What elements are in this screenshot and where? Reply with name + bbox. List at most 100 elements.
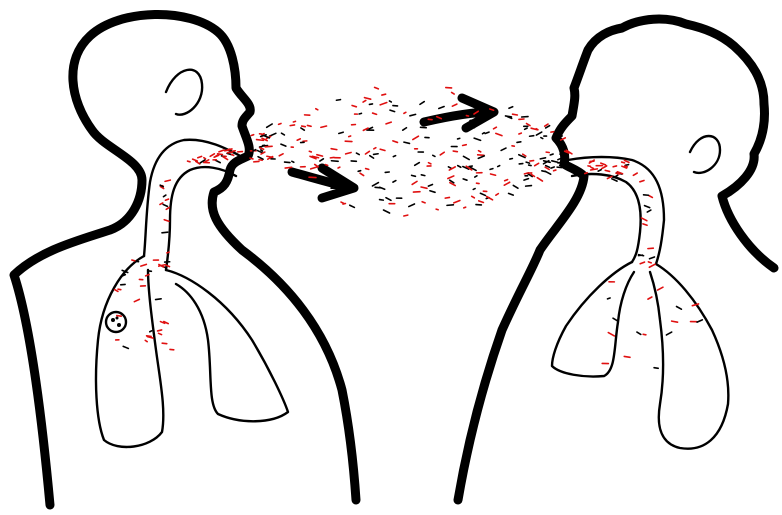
droplet — [250, 158, 253, 159]
droplet — [159, 333, 162, 334]
droplet — [404, 215, 408, 216]
droplet — [624, 160, 629, 162]
infected-person — [14, 14, 356, 505]
droplet — [219, 150, 224, 152]
droplet — [261, 150, 263, 151]
droplet — [198, 156, 202, 157]
droplet — [463, 156, 469, 159]
droplet — [331, 161, 338, 162]
droplet — [260, 147, 263, 148]
droplet — [648, 262, 651, 263]
droplet — [430, 191, 435, 193]
droplet — [415, 163, 420, 166]
droplet — [536, 132, 541, 135]
droplet — [551, 167, 554, 168]
healthy-person-right-lung — [650, 264, 728, 449]
droplet — [519, 133, 521, 134]
droplet — [115, 290, 118, 292]
droplet — [228, 152, 233, 153]
droplet — [494, 127, 497, 129]
droplet — [542, 171, 546, 172]
droplet — [350, 205, 355, 207]
droplet — [526, 186, 532, 187]
droplet — [158, 330, 162, 331]
droplet — [498, 166, 500, 167]
droplet — [647, 210, 651, 212]
droplet — [320, 159, 324, 161]
droplet — [466, 116, 468, 117]
droplet — [501, 148, 506, 150]
droplet — [369, 127, 372, 128]
droplet — [374, 148, 376, 149]
droplet — [409, 204, 415, 207]
infected-person-ear — [166, 70, 202, 115]
droplet — [253, 150, 256, 151]
droplet — [649, 196, 652, 198]
droplet — [358, 171, 361, 172]
droplet — [301, 128, 304, 130]
droplet — [267, 124, 272, 127]
droplet — [454, 201, 460, 203]
droplet — [433, 155, 435, 156]
healthy-person-ear — [690, 136, 720, 173]
droplet — [453, 151, 457, 152]
droplet — [513, 114, 518, 115]
droplet — [421, 187, 427, 188]
droplet — [472, 196, 475, 198]
droplet — [458, 138, 460, 139]
droplet — [612, 179, 617, 181]
droplet — [232, 154, 234, 155]
droplet — [404, 112, 406, 113]
infected-person-head-outline — [14, 14, 356, 505]
droplet — [526, 162, 529, 163]
droplet — [649, 257, 654, 259]
droplet — [478, 156, 484, 158]
droplet — [372, 183, 378, 186]
droplet — [598, 170, 601, 171]
droplet — [605, 170, 609, 171]
droplet — [475, 176, 477, 177]
droplet — [654, 368, 658, 369]
droplet — [697, 320, 702, 322]
droplet — [613, 166, 616, 167]
droplet — [363, 100, 366, 102]
droplet — [404, 142, 410, 143]
droplet — [290, 125, 294, 126]
droplet — [523, 154, 526, 156]
droplet — [193, 159, 198, 161]
droplet — [625, 165, 628, 166]
droplet — [141, 264, 147, 266]
droplet — [293, 121, 295, 122]
droplet — [265, 146, 272, 147]
droplet — [386, 122, 391, 124]
droplet — [134, 299, 139, 301]
droplet — [281, 133, 284, 135]
droplet — [302, 126, 306, 127]
droplet — [393, 156, 395, 157]
droplet — [490, 169, 493, 170]
droplet — [641, 218, 646, 221]
droplet — [270, 133, 276, 136]
droplet — [637, 332, 641, 334]
droplet — [393, 141, 398, 143]
droplet — [624, 356, 630, 357]
droplet — [164, 220, 169, 222]
droplet — [639, 255, 644, 256]
droplet — [281, 144, 286, 146]
droplet — [452, 104, 457, 106]
droplet — [491, 174, 496, 175]
droplet — [389, 101, 391, 102]
droplet — [448, 167, 451, 168]
droplet — [480, 193, 485, 195]
droplet — [648, 297, 652, 299]
droplet — [439, 107, 444, 109]
droplet — [352, 105, 356, 106]
droplet — [452, 92, 455, 94]
droplet — [260, 148, 264, 149]
droplet — [517, 142, 521, 143]
droplet — [540, 158, 545, 159]
droplet — [504, 182, 509, 185]
droplet — [259, 160, 262, 161]
droplet — [162, 232, 168, 233]
